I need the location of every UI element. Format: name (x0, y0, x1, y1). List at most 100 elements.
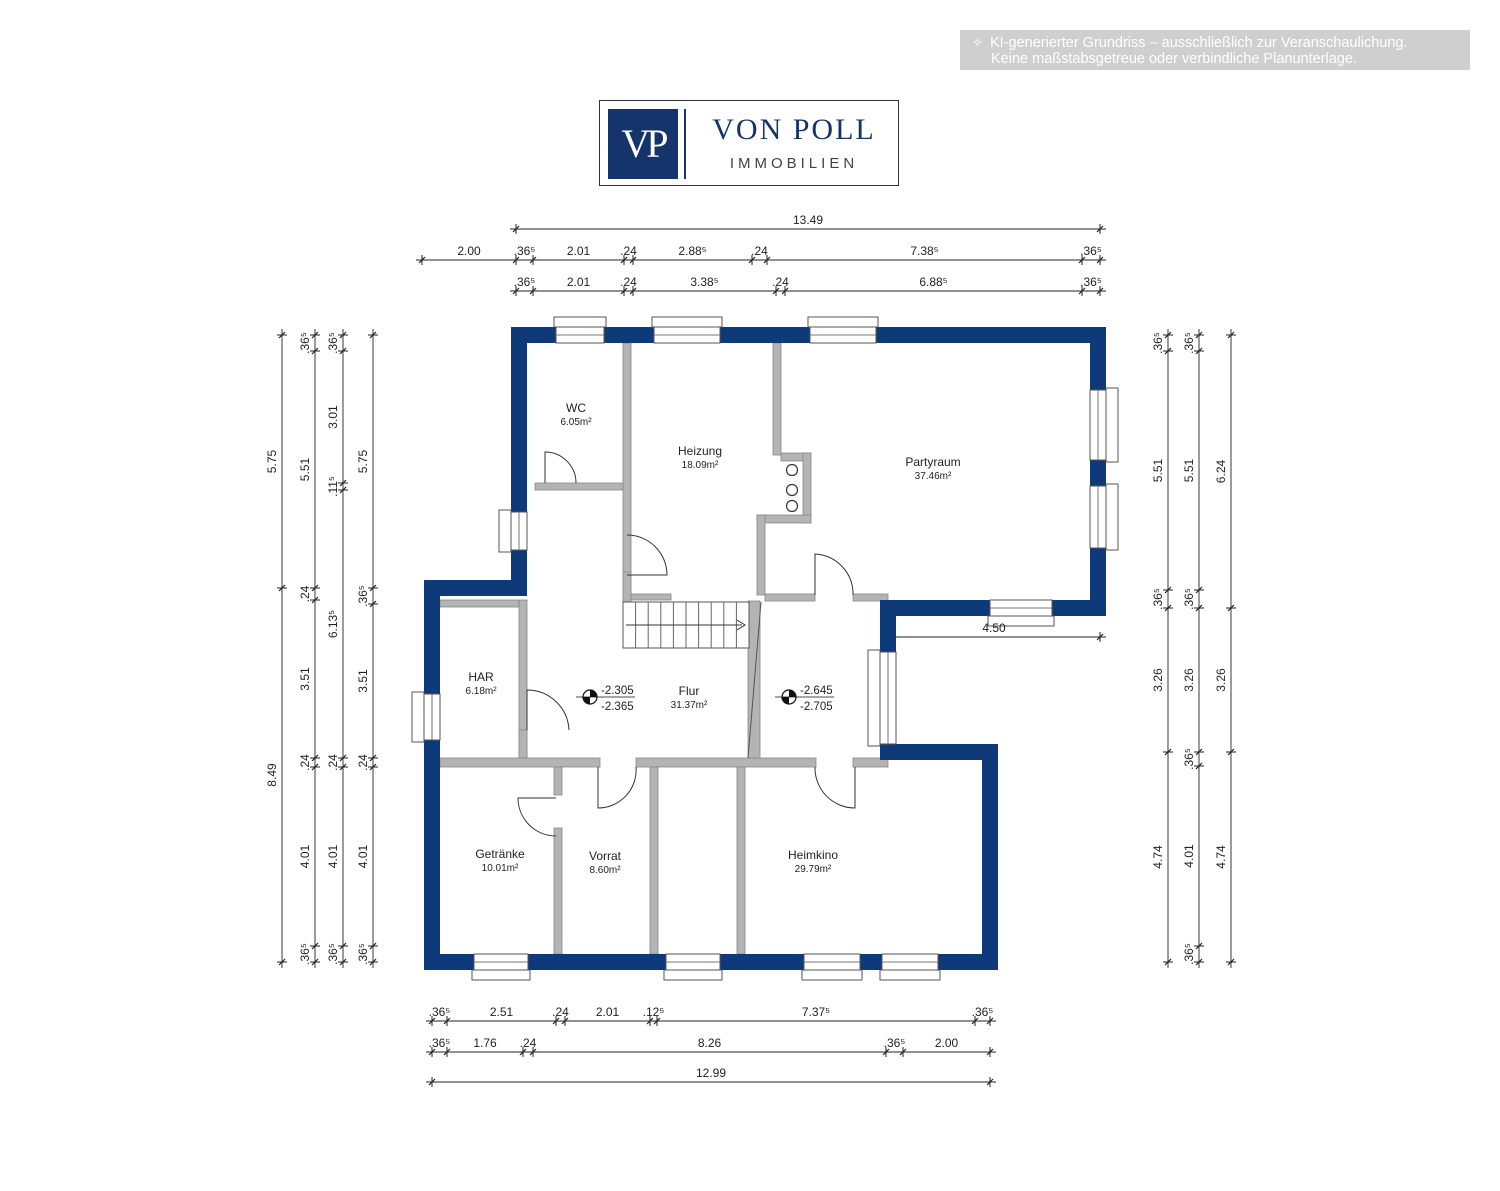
dim-right-col1-tick (1164, 586, 1172, 594)
dim-right-col2-label: .36⁵ (1182, 332, 1196, 354)
fixtures (517, 451, 856, 837)
door-swing-4 (814, 553, 854, 596)
dim-right-col1-tick (1164, 331, 1172, 339)
room-labels: -2.305-2.365-2.645-2.705WC6.05m²Heizung1… (465, 401, 960, 876)
inner-wall-3 (772, 342, 782, 456)
dim-right-col3-label: 4.74 (1214, 845, 1228, 869)
dim-left-col2-label: 3.51 (298, 667, 312, 691)
exterior-walls (411, 316, 1119, 981)
room-area: 6.05m² (560, 417, 592, 428)
sparkle-icon: ✧ (972, 35, 983, 50)
dim-top-row2-tick (620, 287, 628, 295)
dim-top-row1-tick (620, 256, 628, 264)
dim-left-col4-tick (369, 763, 377, 771)
level-top-text: -2.645 (800, 685, 833, 697)
dim-bottom-row2-tick (443, 1048, 451, 1056)
dim-right-col2-label: .36⁵ (1182, 943, 1196, 965)
window-sill (807, 316, 879, 328)
dim-left-col3-label: 3.01 (326, 405, 340, 429)
dim-top-row2-tick (781, 287, 789, 295)
window-sill (879, 969, 941, 981)
dim-left-col4-tick (369, 942, 377, 950)
dim-left-col3-tick (339, 331, 347, 339)
dim-left-col3-tick (339, 486, 347, 494)
dim-left-col4-label: .36⁵ (356, 585, 370, 607)
chimney-flue-3 (785, 499, 799, 513)
room-name: Partyraum (905, 455, 960, 469)
inner-wall-9 (630, 593, 672, 601)
dim-bottom-row2-label: 2.00 (935, 1036, 959, 1050)
dim-left-col3-label: .24 (326, 754, 340, 771)
room-area: 29.79m² (795, 864, 832, 875)
door-swing-1 (544, 451, 577, 484)
room-area: 10.01m² (482, 863, 519, 874)
dim-top-row1-label: .24 (620, 244, 637, 258)
dim-top-row2-tick (1096, 287, 1104, 295)
dim-top-overall-label: 13.49 (793, 213, 823, 227)
dim-right-col1-label: 5.51 (1151, 458, 1165, 482)
inner-wall-18 (852, 757, 889, 768)
dim-top-row1-label: .36⁵ (1080, 244, 1102, 258)
dim-bottom-row2-label: .36⁵ (429, 1036, 451, 1050)
chimney-flue-2 (785, 483, 799, 497)
dim-left-col2-label: .36⁵ (298, 943, 312, 965)
window-sill (867, 649, 881, 747)
dim-right-col2-tick (1195, 331, 1203, 339)
dim-left-col2-label: 4.01 (298, 844, 312, 868)
dim-left-col2-label: 5.51 (298, 457, 312, 481)
dim-bottom-row1-label: .36⁵ (972, 1005, 994, 1019)
dim-top-row2-tick (529, 287, 537, 295)
dim-right-col1-tick (1164, 604, 1172, 612)
dim-top-row1-tick (1096, 256, 1104, 264)
window-sill (1105, 483, 1119, 551)
dim-top-row2-label: 6.88⁵ (919, 275, 947, 289)
dim-right-col1-tick (1164, 748, 1172, 756)
dim-top-overall-tick (512, 225, 520, 233)
dimension-lines (277, 224, 1236, 1087)
company-logo: VP VON POLL IMMOBILIEN (599, 100, 899, 186)
dim-right-col2-label: 4.01 (1182, 844, 1196, 868)
logo-mark: VP (608, 109, 678, 179)
dim-bottom-row2-label: .36⁵ (884, 1036, 906, 1050)
dim-bottom-row1-tick (561, 1017, 569, 1025)
inner-wall-8 (622, 571, 632, 603)
dim-bottom-row1-label: .24 (552, 1005, 569, 1019)
dim-left-col2-tick (311, 763, 319, 771)
dim-top-row1-label: .36⁵ (514, 244, 536, 258)
inner-wall-1 (622, 342, 632, 602)
dim-right-col2-label: .36⁵ (1182, 748, 1196, 770)
door-swing-3 (526, 689, 570, 731)
inner-wall-17 (635, 757, 817, 768)
dim-left-col3-label: .11⁵ (326, 476, 340, 497)
dim-bottom-overall-label: 12.99 (696, 1066, 726, 1080)
dim-top-row1-tick (529, 256, 537, 264)
dim-left-col2-tick (311, 596, 319, 604)
inner-wall-11 (852, 593, 889, 602)
door-swing-5 (597, 766, 637, 809)
dim-left-col4-label: 4.01 (356, 844, 370, 868)
dim-left-col2-tick (311, 331, 319, 339)
dim-left-col3-tick (339, 763, 347, 771)
dim-left-col4-label: 5.75 (356, 449, 370, 473)
dim-right-col1-label: .36⁵ (1151, 588, 1165, 610)
dim-left-col2-label: .24 (298, 754, 312, 771)
door-swing-6 (814, 766, 856, 809)
dim-bottom-row1-tick (552, 1017, 560, 1025)
dim-left-col3-tick (339, 347, 347, 355)
dim-left-col4-label: .24 (356, 754, 370, 771)
dim-top-row2-label: 2.01 (567, 275, 591, 289)
dim-bottom-overall-tick (986, 1078, 994, 1086)
dim-left-col4-tick (369, 331, 377, 339)
dim-right-col3-tick (1227, 604, 1235, 612)
dim-top-row2-tick (512, 287, 520, 295)
room-name: Flur (679, 684, 700, 698)
room-name: Heizung (678, 444, 722, 458)
window-sill (801, 969, 863, 981)
dim-bottom-overall-tick (428, 1078, 436, 1086)
room-name: Vorrat (589, 849, 622, 863)
disclaimer-line-2: Keine maßstabsgetreue oder verbindliche … (991, 51, 1357, 67)
window-sill (471, 969, 531, 981)
dim-right-col3-label: 6.24 (1214, 459, 1228, 483)
dim-right-col1-label: 4.74 (1151, 845, 1165, 869)
